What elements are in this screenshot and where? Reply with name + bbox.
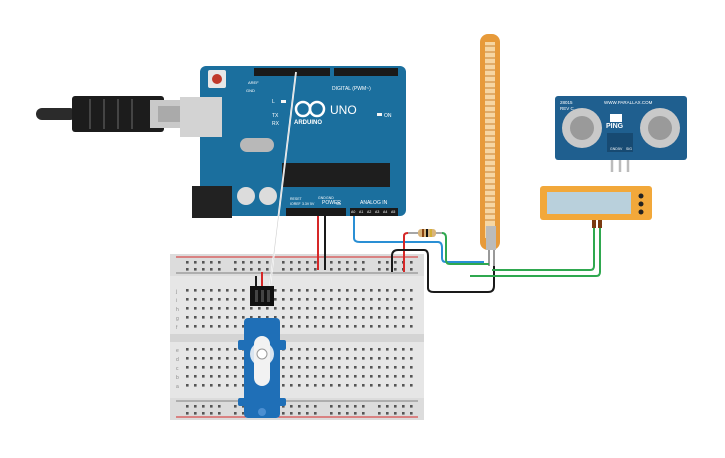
digital-header-left [254, 68, 330, 76]
svg-text:GND: GND [326, 196, 334, 200]
svg-text:A1: A1 [359, 210, 363, 214]
digital-header-right [334, 68, 398, 76]
ping-maker-label: WWW.PARALLAX.COM [604, 100, 653, 105]
arduino-uno-board[interactable]: ARDUINO UNO DIGITAL (PWM~) POWER ANALOG … [180, 66, 406, 218]
tx-led-label: TX [272, 113, 279, 119]
arduino-logo [294, 100, 326, 118]
svg-text:A4: A4 [383, 210, 387, 214]
wire-green-resistor [441, 232, 489, 265]
ping-sensor[interactable]: WWW.PARALLAX.COM 28015 REV C PING GND 5V… [555, 96, 687, 172]
servo-horn[interactable] [254, 336, 270, 386]
power-jack [192, 186, 232, 218]
ping-model-label: 28015 [560, 100, 573, 105]
wire-red-resistor [403, 232, 409, 272]
wire-black-flex [391, 249, 495, 293]
svg-text:g: g [176, 316, 179, 322]
row-letters-bottom: e d c b a [176, 348, 179, 390]
arduino-model-label: UNO [330, 103, 357, 117]
svg-text:i: i [176, 298, 177, 304]
analog-pin-labels: A0 A1 A2 A3 A4 A5 [351, 210, 395, 214]
aref-label: AREF [248, 80, 259, 85]
svg-text:GND: GND [318, 196, 326, 200]
wire-green-lcd-2 [470, 228, 601, 277]
analog-header [350, 208, 398, 216]
svg-text:A0: A0 [351, 210, 355, 214]
svg-text:a: a [176, 384, 179, 390]
on-led [377, 113, 382, 116]
breadboard[interactable]: j i h g f e d c b a [170, 254, 424, 420]
svg-text:5V: 5V [618, 147, 623, 151]
svg-text:5V: 5V [310, 202, 315, 206]
center-channel [170, 334, 424, 342]
power-pin-labels: IOREF RESET 3.3V 5V GND GND Vin [290, 196, 341, 206]
analog-label: ANALOG IN [360, 200, 388, 206]
servo-motor[interactable] [238, 286, 286, 418]
bottom-power-rail [170, 398, 424, 420]
svg-text:A2: A2 [367, 210, 371, 214]
wire-blue-a0 [353, 216, 484, 263]
capacitor [259, 187, 277, 205]
lcd-module[interactable] [540, 186, 652, 228]
svg-text:A5: A5 [391, 210, 395, 214]
digital-label: DIGITAL (PWM~) [332, 86, 371, 92]
svg-text:b: b [176, 375, 179, 381]
svg-text:d: d [176, 357, 179, 363]
svg-text:c: c [176, 366, 179, 372]
arduino-brand-label: ARDUINO [294, 120, 322, 126]
svg-text:3.3V: 3.3V [302, 202, 310, 206]
ping-rev-label: REV C [560, 106, 575, 111]
flex-sensor[interactable] [480, 34, 500, 266]
svg-text:RESET: RESET [290, 197, 303, 201]
top-power-rail [170, 254, 424, 276]
lcd-screen [547, 192, 631, 214]
wires [255, 71, 601, 293]
crystal [240, 138, 274, 152]
l-led-label: L [272, 99, 275, 105]
svg-text:e: e [176, 348, 179, 354]
ping-name-label: PING [606, 123, 624, 130]
wire-green-lcd-1 [492, 228, 595, 271]
svg-text:SIG: SIG [626, 147, 632, 151]
rx-led-label: RX [272, 121, 280, 127]
svg-text:h: h [176, 307, 179, 313]
svg-text:A3: A3 [375, 210, 379, 214]
usb-jack [180, 97, 222, 137]
svg-text:Vin: Vin [336, 202, 341, 206]
resistor[interactable] [408, 229, 442, 237]
svg-text:IOREF: IOREF [290, 202, 301, 206]
svg-text:GND: GND [610, 147, 618, 151]
l-led [281, 100, 286, 103]
gnd-label: GND [246, 88, 255, 93]
capacitor [237, 187, 255, 205]
svg-text:j: j [175, 289, 177, 295]
microcontroller-chip [282, 163, 390, 187]
row-letters-top: j i h g f [175, 289, 179, 331]
svg-text:f: f [176, 325, 178, 331]
power-label: POWER [322, 200, 341, 206]
on-led-label: ON [384, 113, 392, 119]
parallax-logo [610, 114, 622, 122]
power-header [286, 208, 346, 216]
